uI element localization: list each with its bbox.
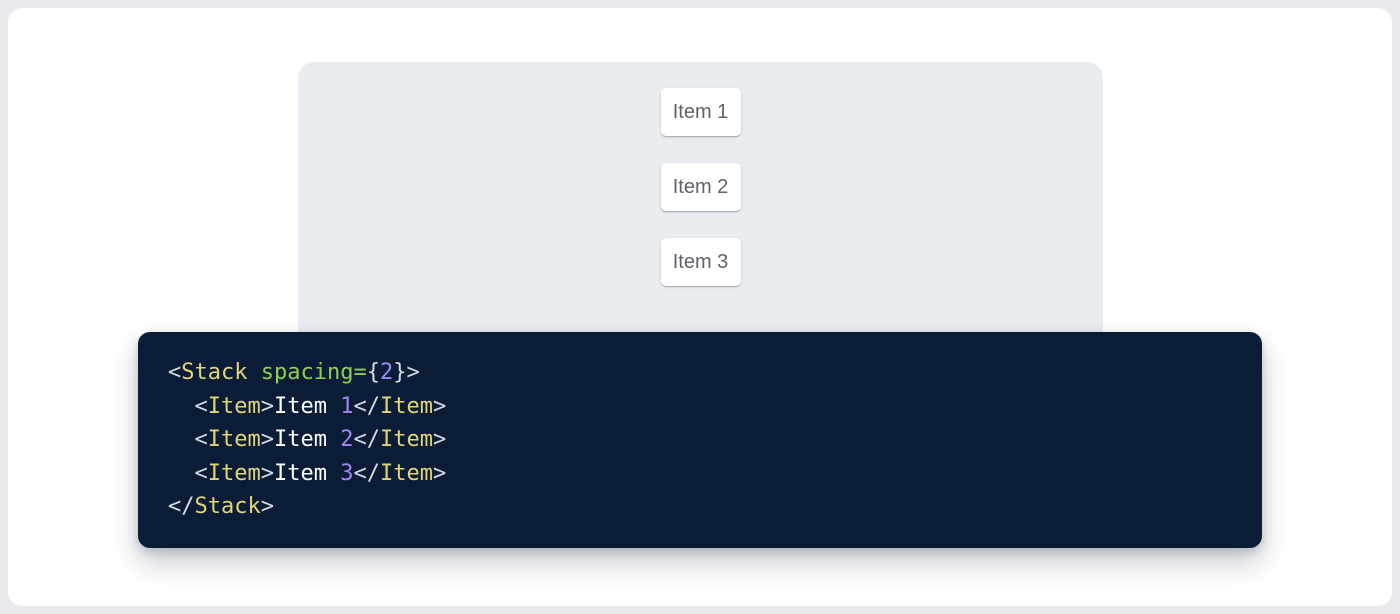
code-token: </ (353, 393, 380, 419)
stack-item-1: Item 1 (660, 88, 741, 136)
code-token: </ (353, 427, 380, 452)
stack-item-2-label: Item 2 (672, 176, 729, 198)
code-token: { (366, 360, 380, 385)
code-token: > (432, 393, 447, 419)
code-token: Item (379, 427, 433, 452)
code-token: spacing (260, 360, 354, 385)
code-token: < (168, 360, 182, 385)
code-token: > (432, 427, 447, 452)
code-token: Stack (181, 360, 248, 385)
code-line: <Stack spacing={2}> (168, 356, 1232, 390)
code-token: < (194, 427, 208, 452)
code-token: Item (379, 393, 433, 419)
stack-item-2: Item 2 (660, 163, 741, 211)
code-token: > (406, 360, 420, 385)
code-line: <Item>Item 2</Item> (168, 423, 1232, 457)
code-token: Item (379, 460, 433, 486)
code-token: Item (207, 427, 261, 452)
stack-container: Item 1 Item 2 Item 3 (298, 62, 1103, 286)
code-token: > (260, 427, 274, 452)
code-token (168, 394, 195, 419)
code-token (168, 461, 195, 486)
code-line: <Item>Item 1</Item> (168, 390, 1232, 424)
code-token: Stack (194, 494, 261, 519)
code-token: Item (207, 460, 261, 486)
code-token: Item (273, 393, 341, 419)
code-token: = (353, 360, 367, 385)
stack-item-3-label: Item 3 (672, 251, 729, 273)
code-token (247, 360, 260, 385)
code-block: <Stack spacing={2}> <Item>Item 1</Item> … (138, 332, 1262, 548)
code-token: < (194, 460, 208, 486)
code-token (168, 427, 195, 452)
code-token: 2 (379, 360, 394, 385)
code-token: > (260, 393, 274, 419)
code-token: > (432, 460, 447, 486)
demo-panel: Item 1 Item 2 Item 3 (298, 62, 1103, 374)
code-token: Item (273, 460, 341, 486)
stack-item-3: Item 3 (660, 238, 741, 286)
code-token: Item (273, 427, 341, 452)
content-card: Item 1 Item 2 Item 3 <Stack spacing={2}>… (8, 8, 1392, 606)
code-token: </ (353, 460, 380, 486)
code-token: 2 (340, 427, 354, 452)
code-line: </Stack> (168, 490, 1232, 524)
code-token: 1 (340, 393, 354, 419)
code-token: > (260, 460, 274, 486)
code-token: > (260, 494, 274, 519)
code-token: Item (207, 393, 261, 419)
code-token: </ (168, 494, 195, 519)
stack-item-1-label: Item 1 (672, 101, 729, 123)
code-token: < (194, 393, 208, 419)
code-token: 3 (340, 460, 354, 486)
code-token: } (393, 360, 407, 385)
code-line: <Item>Item 3</Item> (168, 457, 1232, 491)
